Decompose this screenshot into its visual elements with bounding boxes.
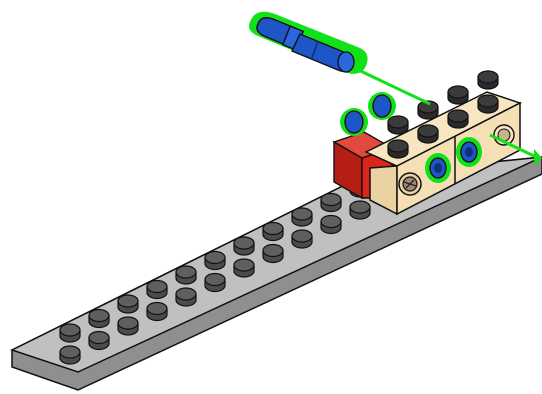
plate-stud-r1-c5 bbox=[175, 265, 197, 285]
plate-stud-r1-c1 bbox=[59, 323, 81, 343]
plate-stud-r2-c6 bbox=[204, 272, 226, 293]
plate-stud-r1-c6-top bbox=[204, 250, 226, 265]
plate-stud-r2-c3 bbox=[117, 316, 139, 336]
tan-stud-r1-c1 bbox=[387, 139, 409, 159]
plate-top bbox=[10, 156, 542, 373]
plate-stud-r2-c4 bbox=[146, 301, 168, 322]
plate-stud-r2-c9 bbox=[291, 229, 313, 249]
plate-stud-r1-c4-top bbox=[146, 279, 168, 294]
plate-stud-r2-c2-top bbox=[88, 330, 110, 345]
plate-stud-r2-c6-top bbox=[204, 272, 226, 287]
plate-stud-r2-c8 bbox=[262, 243, 284, 264]
plate-stud-r1-c3-top bbox=[117, 294, 139, 308]
back-pin-2 bbox=[372, 94, 392, 118]
tan-stud-r2-c2 bbox=[417, 100, 439, 120]
plate-stud-r1-c1-top bbox=[59, 323, 81, 337]
plate-stud-r1-c2 bbox=[88, 308, 110, 329]
plate-stud-r2-c11-top bbox=[349, 200, 371, 214]
plate-stud-r2-c5-top bbox=[175, 287, 197, 301]
technic-axle-cross bbox=[403, 179, 417, 189]
plate-stud-r2-c8-top bbox=[262, 243, 284, 258]
plate-stud-r1-c8-top bbox=[262, 221, 284, 236]
plate-stud-r2-c10 bbox=[320, 214, 342, 235]
plate-stud-r1-c5-top bbox=[175, 265, 197, 279]
tan-stud-r2-c2-top bbox=[417, 100, 439, 114]
blue-pin-core-1 bbox=[434, 163, 442, 173]
plate-stud-r1-c10-top bbox=[320, 192, 342, 207]
inserted-blue-pins-back bbox=[340, 92, 396, 136]
plate-stud-r2-c2 bbox=[88, 330, 110, 351]
plate-stud-r2-c9-top bbox=[291, 229, 313, 243]
plate-stud-r2-c7-top bbox=[233, 258, 255, 272]
plate-stud-r1-c7-top bbox=[233, 236, 255, 250]
plate-stud-r1-c7 bbox=[233, 236, 255, 256]
guide-line-arrow bbox=[534, 149, 542, 166]
blue-pin-core-2 bbox=[465, 147, 473, 157]
floating-pin-slot bbox=[311, 40, 319, 59]
plate-stud-r2-c3-top bbox=[117, 316, 139, 330]
tan-stud-r1-c4-top bbox=[477, 94, 499, 108]
tan-stud-r1-c3-top bbox=[447, 109, 469, 123]
floating-blue-pin bbox=[249, 11, 368, 74]
plate-stud-r1-c3 bbox=[117, 294, 139, 314]
plate-stud-r1-c10 bbox=[320, 192, 342, 213]
plate-stud-r2-c5 bbox=[175, 287, 197, 307]
plate-stud-r2-c11 bbox=[349, 200, 371, 220]
guide-line-lower bbox=[489, 133, 535, 158]
tan-stud-r1-c3 bbox=[447, 109, 469, 129]
tan-stud-r2-c1 bbox=[387, 115, 409, 135]
plate-stud-r2-c1-top bbox=[59, 345, 81, 359]
tan-stud-r2-c4 bbox=[477, 70, 499, 90]
plate-stud-r1-c9-top bbox=[291, 207, 313, 221]
tan-stud-r1-c4 bbox=[477, 94, 499, 114]
floating-pin-end bbox=[337, 51, 355, 73]
guide-line-upper bbox=[349, 64, 431, 106]
assembly-guide-line bbox=[349, 64, 542, 166]
plate-stud-r1-c2-top bbox=[88, 308, 110, 323]
tan-stud-r2-c4-top bbox=[477, 70, 499, 84]
plate-stud-r2-c10-top bbox=[320, 214, 342, 229]
plate-stud-r2-c7 bbox=[233, 258, 255, 278]
tan-stud-r1-c2 bbox=[417, 124, 439, 144]
tan-stud-r1-c1-top bbox=[387, 139, 409, 153]
tan-stud-r2-c3 bbox=[447, 85, 469, 105]
tan-stud-r2-c1-top bbox=[387, 115, 409, 129]
plate-stud-r1-c9 bbox=[291, 207, 313, 227]
plate-stud-r2-c4-top bbox=[146, 301, 168, 316]
plate-stud-r1-c8 bbox=[262, 221, 284, 242]
back-pin-1 bbox=[344, 110, 364, 134]
tan-brick-studs bbox=[387, 70, 499, 159]
plate-stud-r1-c6 bbox=[204, 250, 226, 271]
tan-stud-r1-c2-top bbox=[417, 124, 439, 138]
plate-stud-r1-c4 bbox=[146, 279, 168, 300]
plate-stud-r2-c1 bbox=[59, 345, 81, 365]
tan-stud-r2-c3-top bbox=[447, 85, 469, 99]
